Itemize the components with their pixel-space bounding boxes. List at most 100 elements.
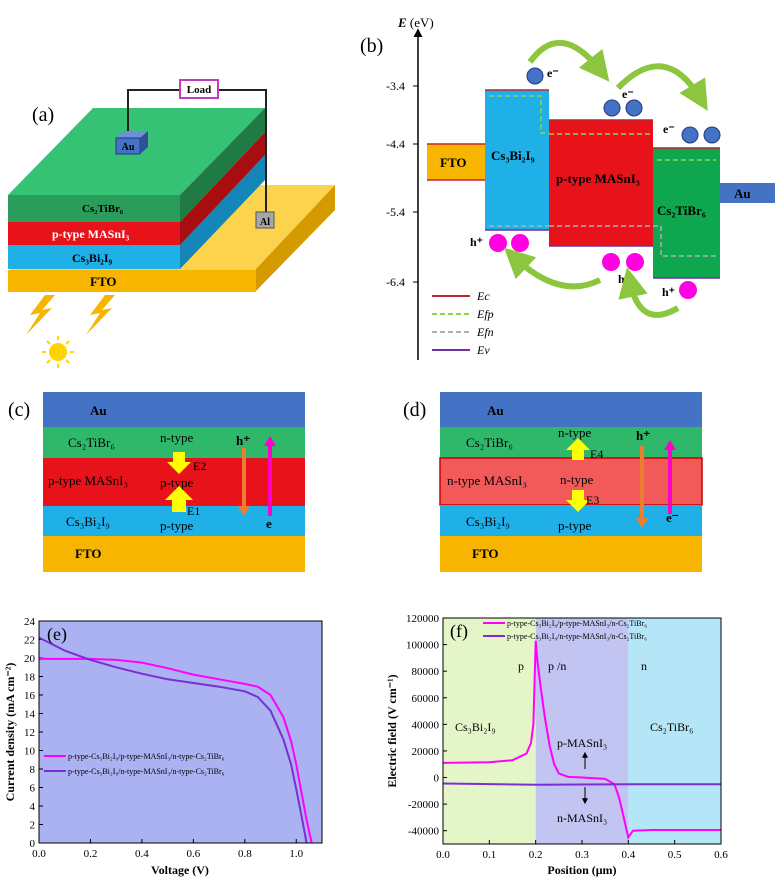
f-xlabel: Position (μm) <box>547 863 616 877</box>
legend-label: Efn <box>476 325 494 339</box>
e-legend-label: p-type-Cs₃Bi₂I₉/p-type-MASnI₃/n-type-Cs₂… <box>68 752 225 761</box>
fto-band-label: FTO <box>440 155 467 170</box>
svg-text:FTO: FTO <box>75 546 102 561</box>
fto-front-face <box>8 270 256 292</box>
e-ytick-label: 0 <box>30 838 36 850</box>
cs2-label: Cs₂TiBr₆ <box>82 203 124 215</box>
f-regions <box>443 618 721 844</box>
band-fto <box>427 144 485 180</box>
e-xtick-label: 0.4 <box>135 848 149 860</box>
e-ytick-label: 18 <box>24 672 36 684</box>
e-ytick-label: 2 <box>30 820 36 832</box>
f-xtick-label: 0.3 <box>575 849 589 861</box>
energy-tick-label: -5.4 <box>386 205 405 219</box>
e-xtick-label: 0.0 <box>32 848 46 860</box>
e-ytick-label: 24 <box>24 616 36 628</box>
f-ytick-label: 80000 <box>412 666 440 678</box>
svg-text:Au: Au <box>487 403 504 418</box>
c-fto-layer <box>43 536 305 572</box>
svg-text:e⁻: e⁻ <box>547 66 559 80</box>
e-ytick-label: 12 <box>24 727 35 739</box>
svg-text:p-type: p-type <box>160 475 193 490</box>
svg-text:FTO: FTO <box>472 546 499 561</box>
svg-text:e: e <box>266 516 272 531</box>
f-series-line <box>442 640 721 840</box>
svg-text:n-type MASnI₃: n-type MASnI₃ <box>447 473 527 488</box>
cs2-band-label: Cs₂TiBr₆ <box>657 203 706 218</box>
f-ylabel: Electric field (V cm⁻¹) <box>385 674 399 787</box>
cs3-side-face <box>180 155 265 269</box>
f-legend-label: p-type-Cs₃Bi₂I₉/p-type-MASnI₃/n-Cs₂TiBr₆ <box>507 619 647 628</box>
e-ytick-label: 16 <box>24 690 36 702</box>
e-series <box>38 636 313 844</box>
f-series-line <box>442 782 721 786</box>
d-au-layer <box>440 392 702 427</box>
f-ytick-label: 120000 <box>406 613 440 625</box>
f-ytick-label: -40000 <box>408 826 440 838</box>
band-au <box>720 183 775 203</box>
svg-text:p-type MASnI₃: p-type MASnI₃ <box>48 473 128 488</box>
region-label-n: n <box>641 659 647 673</box>
panel-d: (d) Au Cs₂TiBr₆ n-type n-type MASnI₃ n-t… <box>403 392 703 572</box>
d-fto-layer <box>440 536 702 572</box>
panel-label-e: (e) <box>47 624 67 645</box>
f-xtick-label: 0.2 <box>529 849 543 861</box>
f-xtick-label: 0.0 <box>436 849 450 861</box>
f-ytick-label: 0 <box>434 773 440 785</box>
load-box <box>179 79 219 99</box>
e-ytick-label: 4 <box>30 801 36 813</box>
region-name-cs3: Cs₃Bi₂I₉ <box>455 720 496 734</box>
energy-tick-label: -6.4 <box>386 275 405 289</box>
f-xtick-label: 0.5 <box>668 849 682 861</box>
holes <box>489 234 697 299</box>
svg-text:E2: E2 <box>193 459 206 473</box>
annotation-p-masni: p-MASnI₃ <box>557 736 607 750</box>
svg-text:n-type: n-type <box>160 430 193 445</box>
wire-left <box>127 89 180 138</box>
f-region <box>628 618 721 844</box>
svg-text:h⁺: h⁺ <box>636 428 650 443</box>
svg-text:Cs₂TiBr₆: Cs₂TiBr₆ <box>466 435 513 450</box>
panel-a: (a) FTO Cs₃Bi₂I₉ p-type MASnI₃ Cs₂TiBr₆ … <box>8 79 335 368</box>
e-ytick-label: 14 <box>24 709 36 721</box>
f-legend-label: p-type-Cs₃Bi₂I₉/n-type-MASnI₃/n-Cs₂TiBr₆ <box>507 632 647 641</box>
svg-text:Au: Au <box>90 403 107 418</box>
legend-label: Ec <box>476 289 490 303</box>
cs3-band-label: Cs₃Bi₂I₉ <box>491 148 535 163</box>
masni-side-face <box>180 132 265 245</box>
panel-b: (b) E (eV) -3.4-4.4-5.4-6.4 FTO Cs₃Bi₂I₉… <box>360 15 775 360</box>
svg-text:Cs₃Bi₂I₉: Cs₃Bi₂I₉ <box>466 514 510 529</box>
f-series <box>442 640 721 840</box>
load-label: Load <box>187 84 211 96</box>
e-series-line <box>38 636 308 844</box>
au-contact-top <box>116 131 148 138</box>
svg-text:Cs₃Bi₂I₉: Cs₃Bi₂I₉ <box>66 514 110 529</box>
energy-axis-label: E (eV) <box>397 15 434 30</box>
region-name-cs2: Cs₂TiBr₆ <box>650 720 693 734</box>
f-ytick-label: -20000 <box>408 799 440 811</box>
e-ytick-label: 10 <box>24 746 36 758</box>
panel-c: (c) Au Cs₂TiBr₆ n-type p-type MASnI₃ p-t… <box>8 392 305 572</box>
svg-text:E4: E4 <box>590 447 603 461</box>
band-masni <box>549 120 653 246</box>
e-ytick-label: 22 <box>24 635 35 647</box>
e-legend-label: p-type-Cs₃Bi₂I₉/n-type-MASnI₃/n-type-Cs₂… <box>68 767 225 776</box>
cs2-side-face <box>180 108 265 222</box>
field-arrow-e2 <box>167 452 191 474</box>
cs2-front-face <box>8 195 180 222</box>
e-xtick-label: 0.6 <box>186 848 200 860</box>
cs3-label: Cs₃Bi₂I₉ <box>72 251 113 265</box>
region-label-p: p <box>518 659 524 673</box>
fto-label: FTO <box>90 274 117 289</box>
svg-text:E3: E3 <box>586 493 599 507</box>
f-xtick-label: 0.4 <box>621 849 635 861</box>
d-cs2-layer <box>440 427 702 458</box>
e-ylabel: Current density (mA cm⁻²) <box>3 663 17 802</box>
masni-label: p-type MASnI₃ <box>52 227 130 241</box>
sun-icon <box>42 336 74 368</box>
al-contact <box>255 211 275 229</box>
